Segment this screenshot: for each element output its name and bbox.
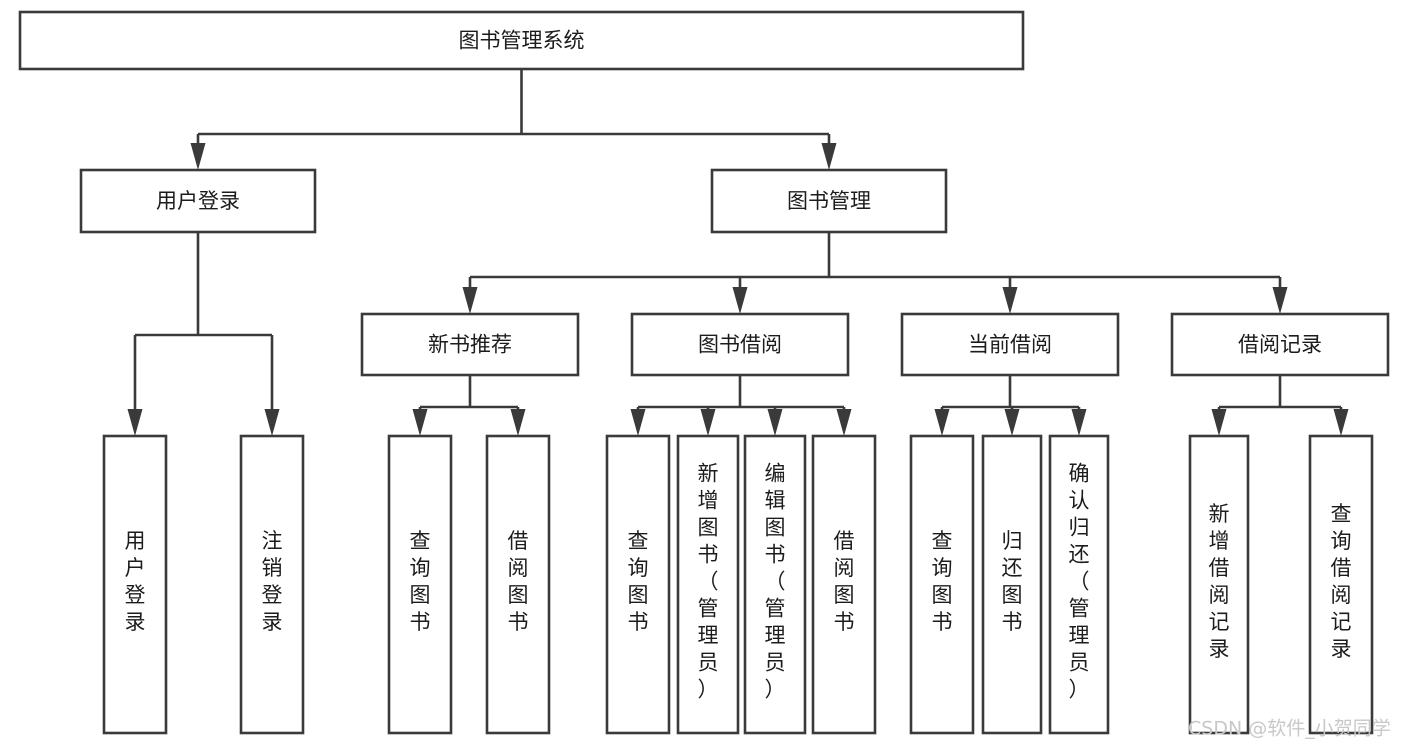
node-book_manage-box[interactable] bbox=[710, 168, 948, 234]
connector-layer bbox=[127, 69, 1349, 436]
node-leaf_borrow_book_2[interactable]: 借阅图书 bbox=[811, 434, 877, 735]
arrow-head-icon bbox=[1272, 287, 1288, 314]
node-leaf_edit_book[interactable]: 编辑图书（管理员） bbox=[743, 434, 807, 735]
node-leaf_query_record-box[interactable] bbox=[1308, 434, 1374, 735]
node-leaf_confirm_return[interactable]: 确认归还（管理员） bbox=[1048, 434, 1110, 735]
node-leaf_query_book_3-box[interactable] bbox=[909, 434, 975, 735]
arrow-head-icon bbox=[1002, 287, 1018, 314]
node-leaf_user_login-box[interactable] bbox=[102, 434, 168, 735]
node-leaf_query_book_3[interactable]: 查询图书 bbox=[909, 434, 975, 735]
node-leaf_borrow_book_2-box[interactable] bbox=[811, 434, 877, 735]
node-book_manage[interactable]: 图书管理 bbox=[710, 168, 948, 234]
arrow-head-icon bbox=[1211, 409, 1227, 436]
node-book_borrow-box[interactable] bbox=[630, 312, 850, 377]
node-new_book_rec-label: 新书推荐 bbox=[428, 333, 512, 357]
arrow-head-icon bbox=[732, 287, 748, 314]
node-borrow_record-label: 借阅记录 bbox=[1238, 333, 1322, 357]
node-leaf_user_logout[interactable]: 注销登录 bbox=[239, 434, 305, 735]
node-user_login[interactable]: 用户登录 bbox=[79, 168, 317, 234]
node-leaf_add_book-box[interactable] bbox=[676, 434, 740, 735]
node-leaf_user_logout-box[interactable] bbox=[239, 434, 305, 735]
node-leaf_user_login-label: 用户登录 bbox=[125, 529, 146, 634]
arrow-head-icon bbox=[462, 287, 478, 314]
node-user_login-label: 用户登录 bbox=[156, 189, 240, 213]
arrow-head-icon bbox=[127, 409, 143, 436]
node-current_borrow[interactable]: 当前借阅 bbox=[900, 312, 1120, 377]
node-book_borrow-label: 图书借阅 bbox=[698, 333, 782, 357]
node-leaf_edit_book-label: 编辑图书（管理员） bbox=[765, 462, 786, 702]
node-leaf_query_book_1-label: 查询图书 bbox=[410, 529, 431, 634]
node-leaf_query_book_2-label: 查询图书 bbox=[628, 529, 649, 634]
arrow-head-icon bbox=[412, 409, 428, 436]
node-leaf_confirm_return-box[interactable] bbox=[1048, 434, 1110, 735]
node-leaf_user_logout-label: 注销登录 bbox=[262, 529, 283, 634]
node-leaf_add_record-box[interactable] bbox=[1188, 434, 1250, 735]
node-leaf_return_book[interactable]: 归还图书 bbox=[981, 434, 1043, 735]
arrow-head-icon bbox=[510, 409, 526, 436]
node-leaf_return_book-label: 归还图书 bbox=[1002, 529, 1023, 634]
arrow-head-icon bbox=[190, 143, 206, 170]
node-leaf_query_book_3-label: 查询图书 bbox=[932, 529, 953, 634]
arrow-head-icon bbox=[1333, 409, 1349, 436]
csdn-watermark: CSDN @软件_小贺同学 bbox=[1188, 718, 1391, 740]
arrow-head-icon bbox=[934, 409, 950, 436]
node-book_manage-label: 图书管理 bbox=[787, 189, 871, 213]
node-new_book_rec-box[interactable] bbox=[360, 312, 580, 377]
node-borrow_record-box[interactable] bbox=[1170, 312, 1390, 377]
node-root[interactable]: 图书管理系统 bbox=[18, 10, 1025, 71]
node-leaf_borrow_book_2-label: 借阅图书 bbox=[834, 529, 855, 634]
node-leaf_borrow_book_1-box[interactable] bbox=[485, 434, 551, 735]
node-current_borrow-box[interactable] bbox=[900, 312, 1120, 377]
node-layer: 图书管理系统用户登录图书管理新书推荐图书借阅当前借阅借阅记录用户登录注销登录查询… bbox=[18, 10, 1390, 735]
node-leaf_borrow_book_1-label: 借阅图书 bbox=[508, 529, 529, 634]
node-leaf_user_login[interactable]: 用户登录 bbox=[102, 434, 168, 735]
arrow-head-icon bbox=[630, 409, 646, 436]
node-leaf_query_record-label: 查询借阅记录 bbox=[1331, 502, 1352, 661]
node-root-box[interactable] bbox=[18, 10, 1025, 71]
node-leaf_confirm_return-label: 确认归还（管理员） bbox=[1069, 462, 1090, 702]
node-leaf_edit_book-box[interactable] bbox=[743, 434, 807, 735]
node-leaf_add_book[interactable]: 新增图书（管理员） bbox=[676, 434, 740, 735]
node-leaf_query_book_1[interactable]: 查询图书 bbox=[387, 434, 453, 735]
arrow-head-icon bbox=[264, 409, 280, 436]
node-leaf_return_book-box[interactable] bbox=[981, 434, 1043, 735]
node-book_borrow[interactable]: 图书借阅 bbox=[630, 312, 850, 377]
node-root-label: 图书管理系统 bbox=[459, 29, 585, 53]
node-leaf_query_book_2[interactable]: 查询图书 bbox=[605, 434, 671, 735]
arrow-head-icon bbox=[1071, 409, 1087, 436]
arrow-head-icon bbox=[836, 409, 852, 436]
node-user_login-box[interactable] bbox=[79, 168, 317, 234]
node-leaf_query_book_1-box[interactable] bbox=[387, 434, 453, 735]
arrow-head-icon bbox=[821, 143, 837, 170]
node-leaf_add_record-label: 新增借阅记录 bbox=[1209, 502, 1230, 661]
arrow-head-icon bbox=[700, 409, 716, 436]
arrow-head-icon bbox=[767, 409, 783, 436]
node-new_book_rec[interactable]: 新书推荐 bbox=[360, 312, 580, 377]
node-current_borrow-label: 当前借阅 bbox=[968, 333, 1052, 357]
node-leaf_borrow_book_1[interactable]: 借阅图书 bbox=[485, 434, 551, 735]
node-leaf_add_book-label: 新增图书（管理员） bbox=[698, 462, 719, 702]
node-borrow_record[interactable]: 借阅记录 bbox=[1170, 312, 1390, 377]
node-leaf_query_record[interactable]: 查询借阅记录 bbox=[1308, 434, 1374, 735]
arrow-head-icon bbox=[1004, 409, 1020, 436]
node-leaf_add_record[interactable]: 新增借阅记录 bbox=[1188, 434, 1250, 735]
node-leaf_query_book_2-box[interactable] bbox=[605, 434, 671, 735]
